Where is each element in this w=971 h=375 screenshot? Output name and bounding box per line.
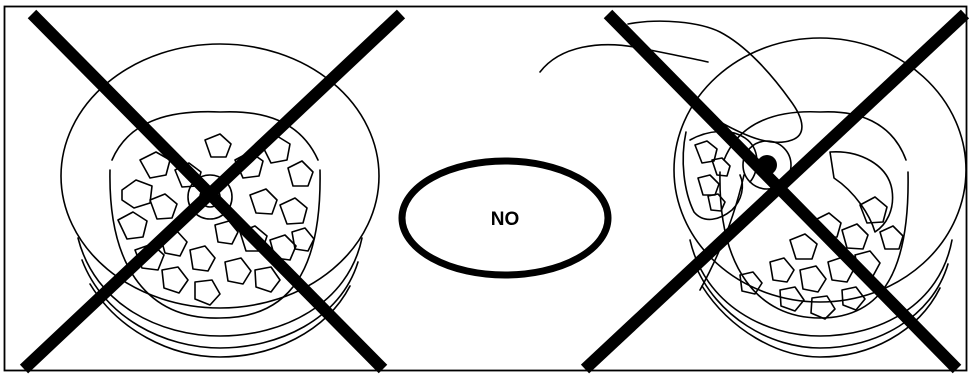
left-panel <box>19 9 406 374</box>
left-cross-mark <box>19 9 406 374</box>
right-cross-mark <box>580 9 970 374</box>
no-badge: NO <box>398 157 612 279</box>
blade <box>829 151 894 233</box>
left-ice-cubes <box>117 133 315 306</box>
right-panel <box>539 9 970 374</box>
frame-border <box>3 5 968 372</box>
no-label: NO <box>491 209 520 230</box>
no-badge-ellipse <box>398 157 612 279</box>
right-bowl-illustration <box>539 20 967 358</box>
